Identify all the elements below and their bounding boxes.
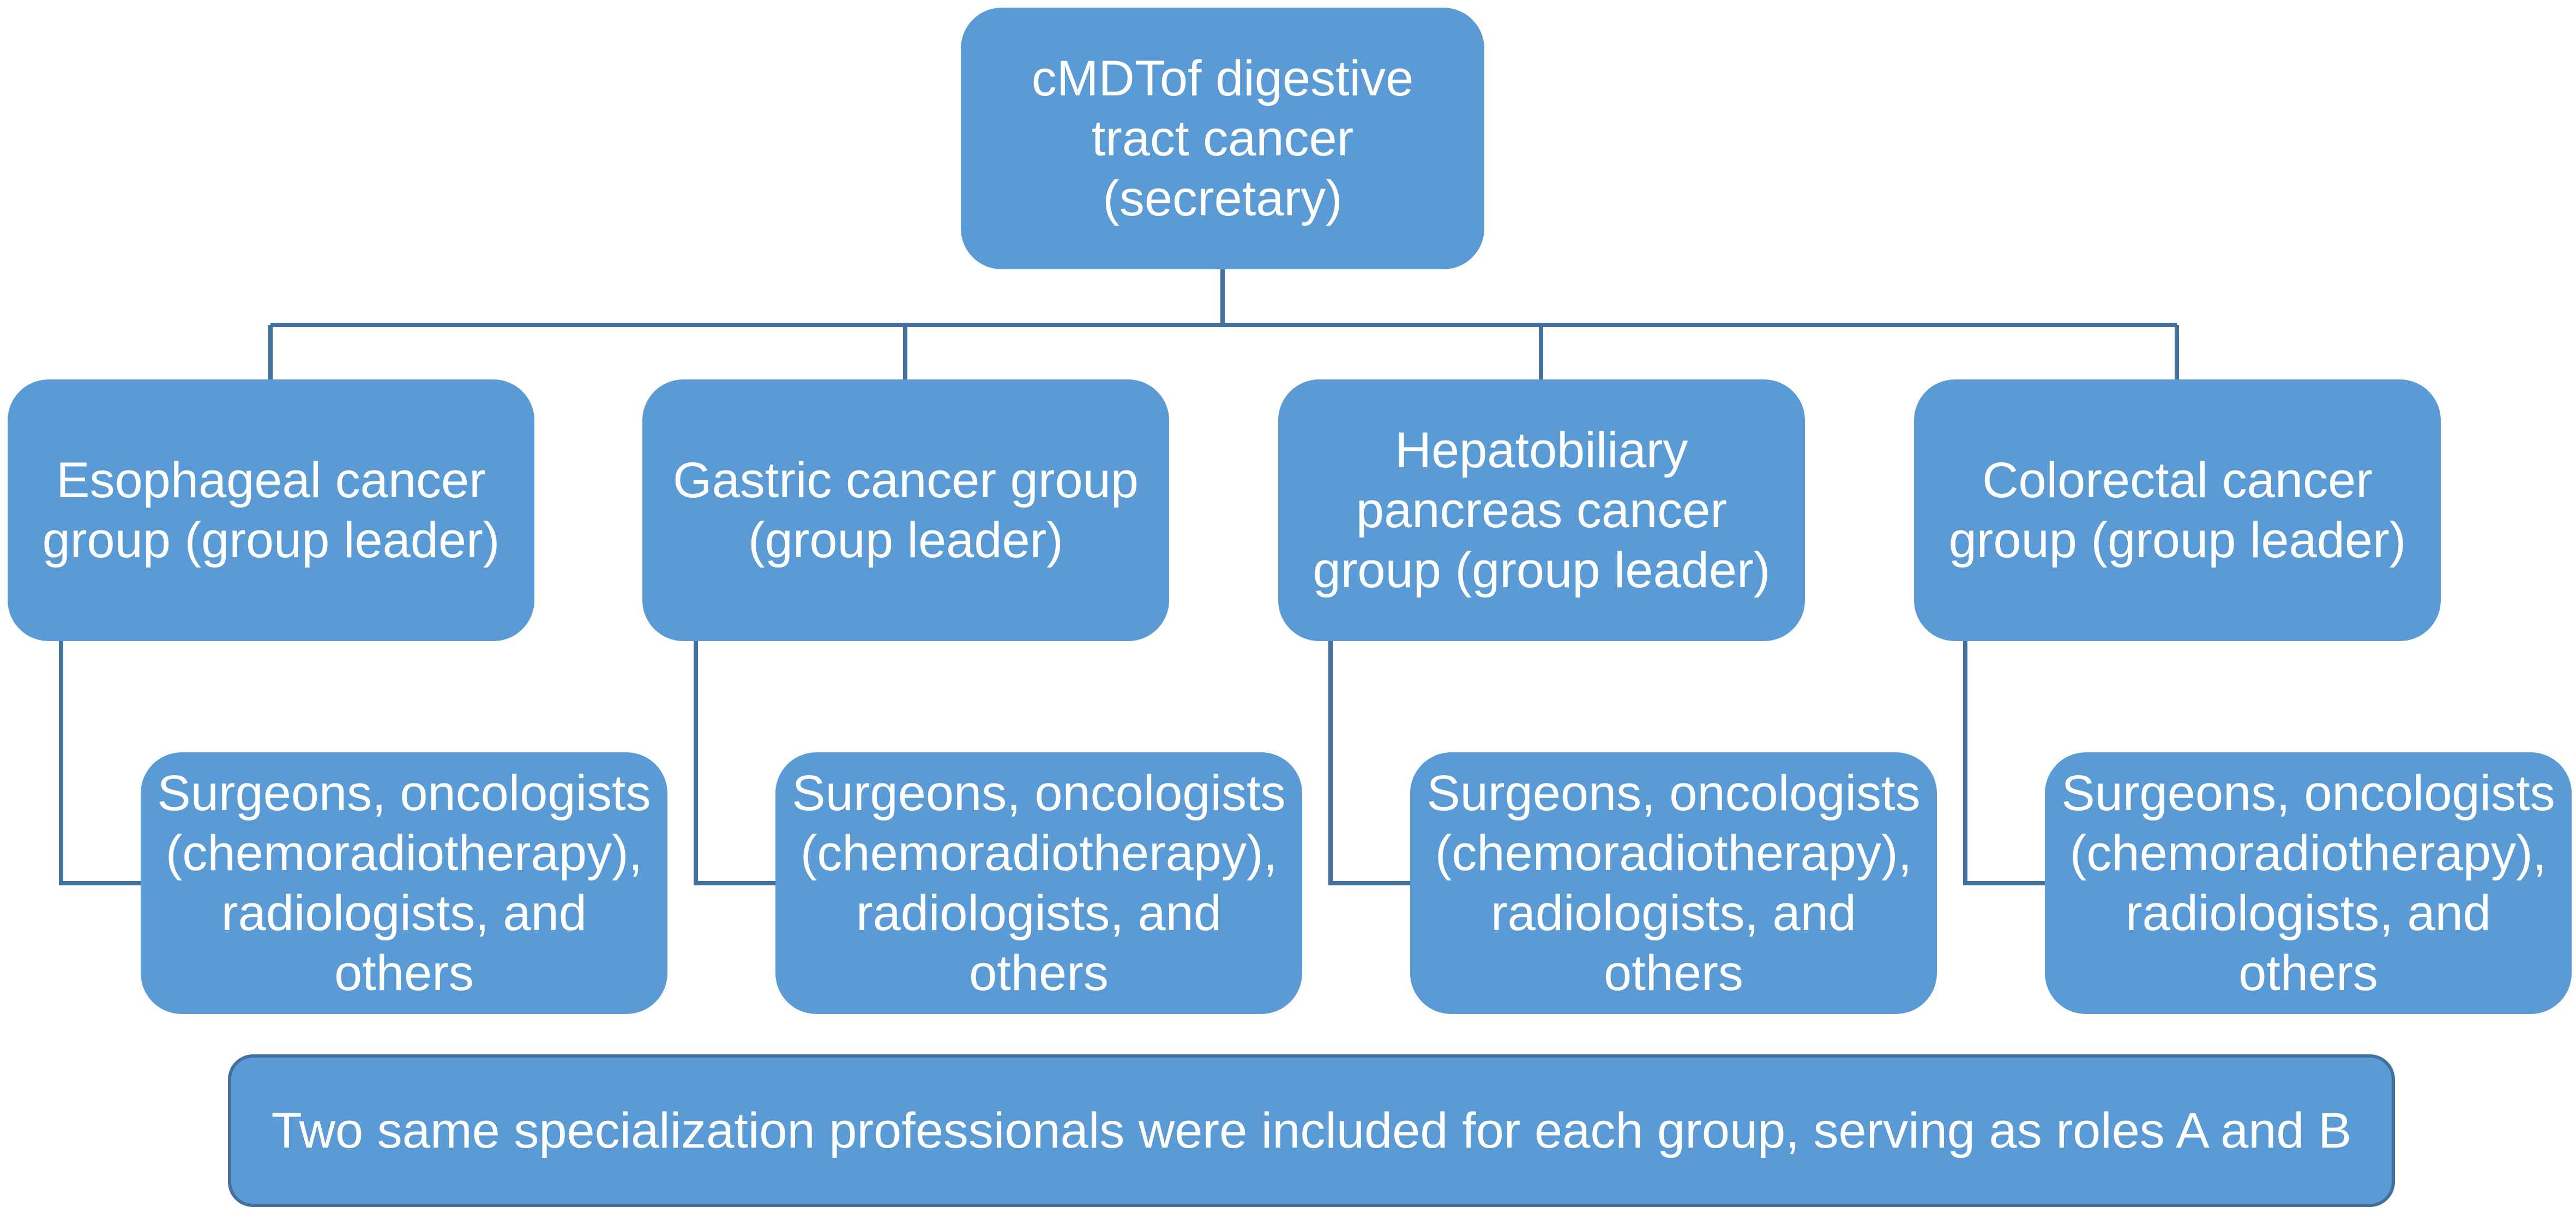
group-node-esophageal: Esophageal cancer group (group leader) [8, 379, 534, 641]
roles-note: Two same specialization professionals we… [228, 1054, 2395, 1207]
group-node-colorectal: Colorectal cancer group (group leader) [1914, 379, 2441, 641]
members-node-esophageal: Surgeons, oncologists (chemoradiotherapy… [141, 752, 667, 1014]
group-node-hepatobiliary: Hepatobiliary pancreas cancer group (gro… [1278, 379, 1805, 641]
member-connector-gastric [694, 641, 775, 885]
member-connector-hepatobiliary [1328, 641, 1410, 885]
members-node-hepatobiliary: Surgeons, oncologists (chemoradiotherapy… [1410, 752, 1937, 1014]
group-node-gastric: Gastric cancer group (group leader) [642, 379, 1169, 641]
root-node-cmdt: cMDTof digestive tract cancer (secretary… [961, 8, 1484, 269]
member-connector-colorectal [1963, 641, 2045, 885]
members-node-colorectal: Surgeons, oncologists (chemoradiotherapy… [2045, 752, 2572, 1014]
member-connector-esophageal [59, 641, 141, 885]
members-node-gastric: Surgeons, oncologists (chemoradiotherapy… [775, 752, 1302, 1014]
